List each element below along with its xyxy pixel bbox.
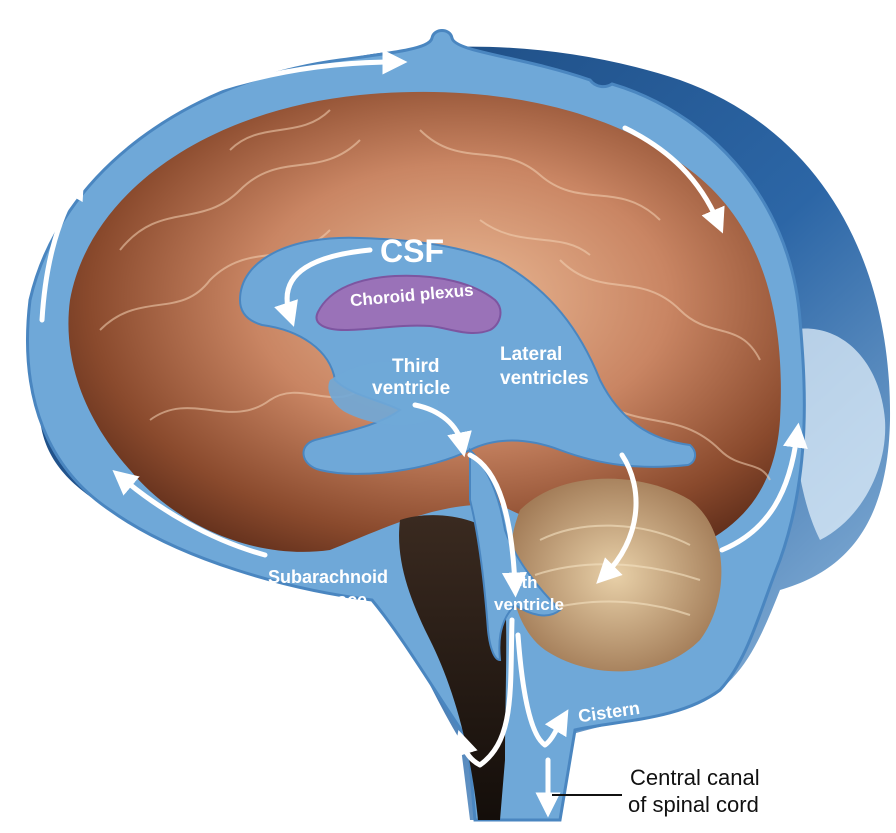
arrow-subarachnoid-left-up xyxy=(39,174,85,323)
arrow-lateral-to-fourth xyxy=(596,452,639,584)
arrow-subarachnoid-back-up xyxy=(112,469,268,558)
arrow-fourth-to-cistern xyxy=(515,632,569,748)
label-central-canal-2: of spinal cord xyxy=(628,792,759,817)
label-subarachnoid-1: Subarachnoid xyxy=(268,567,388,587)
cloud-highlight xyxy=(790,328,886,540)
flow-arrows xyxy=(39,49,808,818)
label-third-ventricle-2: ventricle xyxy=(372,378,450,399)
label-lateral-ventricles-1: Lateral xyxy=(500,344,562,365)
arrow-fourth-to-spinal-left xyxy=(453,617,515,768)
arrow-third-to-aqueduct xyxy=(412,402,472,458)
label-fourth-ventricle-1: 4th xyxy=(512,573,538,592)
label-third-ventricle-1: Third xyxy=(392,356,440,377)
arrow-subarachnoid-top xyxy=(177,49,408,105)
label-central-canal-1: Central canal xyxy=(630,765,760,790)
cerebellum xyxy=(509,478,722,672)
label-csf: CSF xyxy=(380,233,444,269)
arrow-subarachnoid-right-down xyxy=(622,125,725,234)
arrow-subarachnoid-right-up xyxy=(719,422,808,553)
label-fourth-ventricle-2: ventricle xyxy=(494,595,564,614)
arrow-csf-into-lateral xyxy=(274,247,373,327)
choroid-plexus xyxy=(315,274,502,334)
brainstem xyxy=(399,515,507,820)
label-lateral-ventricles-2: ventricles xyxy=(500,368,589,389)
label-subarachnoid-2: space xyxy=(316,590,367,610)
third-ventricle xyxy=(328,361,439,426)
arrow-aqueduct-to-fourth xyxy=(467,452,527,598)
